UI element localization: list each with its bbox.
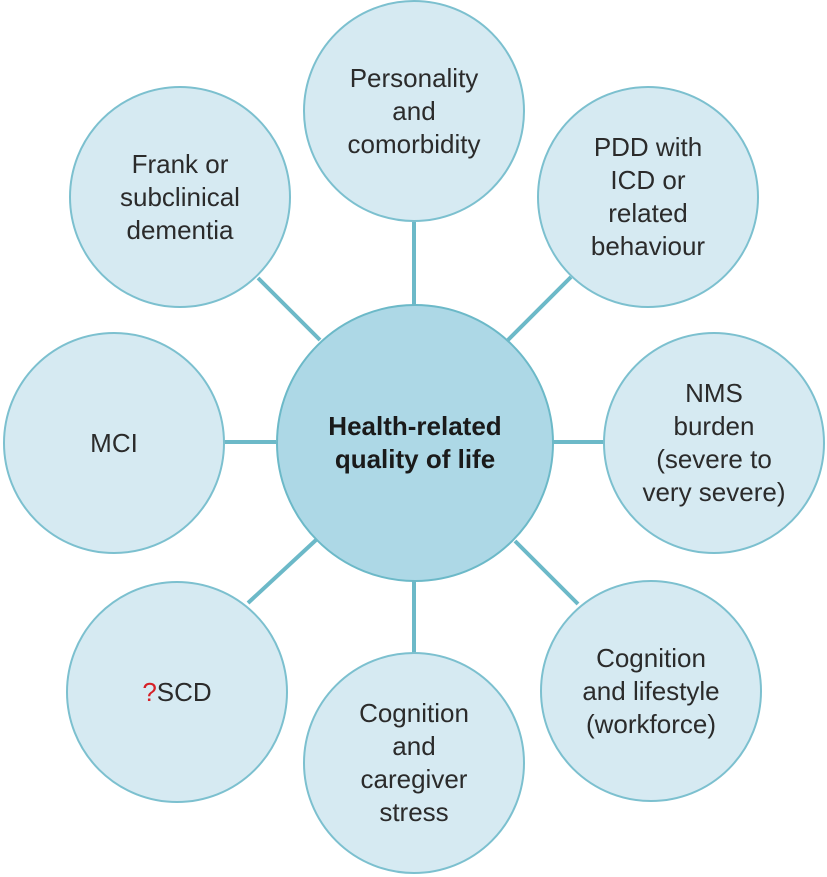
connector-pdd-icd xyxy=(506,275,573,342)
factor-caregiver-stress: Cognition and caregiver stress xyxy=(303,652,525,874)
factor-lifestyle-label: Cognition and lifestyle (workforce) xyxy=(582,642,720,739)
factor-scd-label: ?SCD xyxy=(142,676,211,709)
factor-mci-label: MCI xyxy=(90,427,138,458)
center-hub: Health-related quality of life xyxy=(276,304,554,582)
connector-lifestyle xyxy=(513,539,580,606)
connector-scd xyxy=(246,538,318,605)
factor-dementia: Frank or subclinical dementia xyxy=(69,86,291,308)
factor-scd: ?SCD xyxy=(66,581,288,803)
factor-pdd-icd-label: PDD with ICD or related behaviour xyxy=(590,132,706,261)
factor-personality: Personality and comorbidity xyxy=(303,0,525,222)
factor-pdd-icd: PDD with ICD or related behaviour xyxy=(537,86,759,308)
center-label: Health-related quality of life xyxy=(328,411,502,474)
factor-mci: MCI xyxy=(3,332,225,554)
scd-text: SCD xyxy=(156,676,212,707)
factor-nms-burden: NMS burden (severe to very severe) xyxy=(603,332,825,554)
connector-dementia xyxy=(256,276,322,342)
factor-dementia-label: Frank or subclinical dementia xyxy=(120,148,240,245)
question-mark-icon: ? xyxy=(142,676,157,707)
factor-personality-label: Personality and comorbidity xyxy=(347,62,481,159)
factor-nms-burden-label: NMS burden (severe to very severe) xyxy=(642,378,786,507)
factor-lifestyle: Cognition and lifestyle (workforce) xyxy=(540,580,762,802)
factor-caregiver-stress-label: Cognition and caregiver stress xyxy=(359,698,469,827)
